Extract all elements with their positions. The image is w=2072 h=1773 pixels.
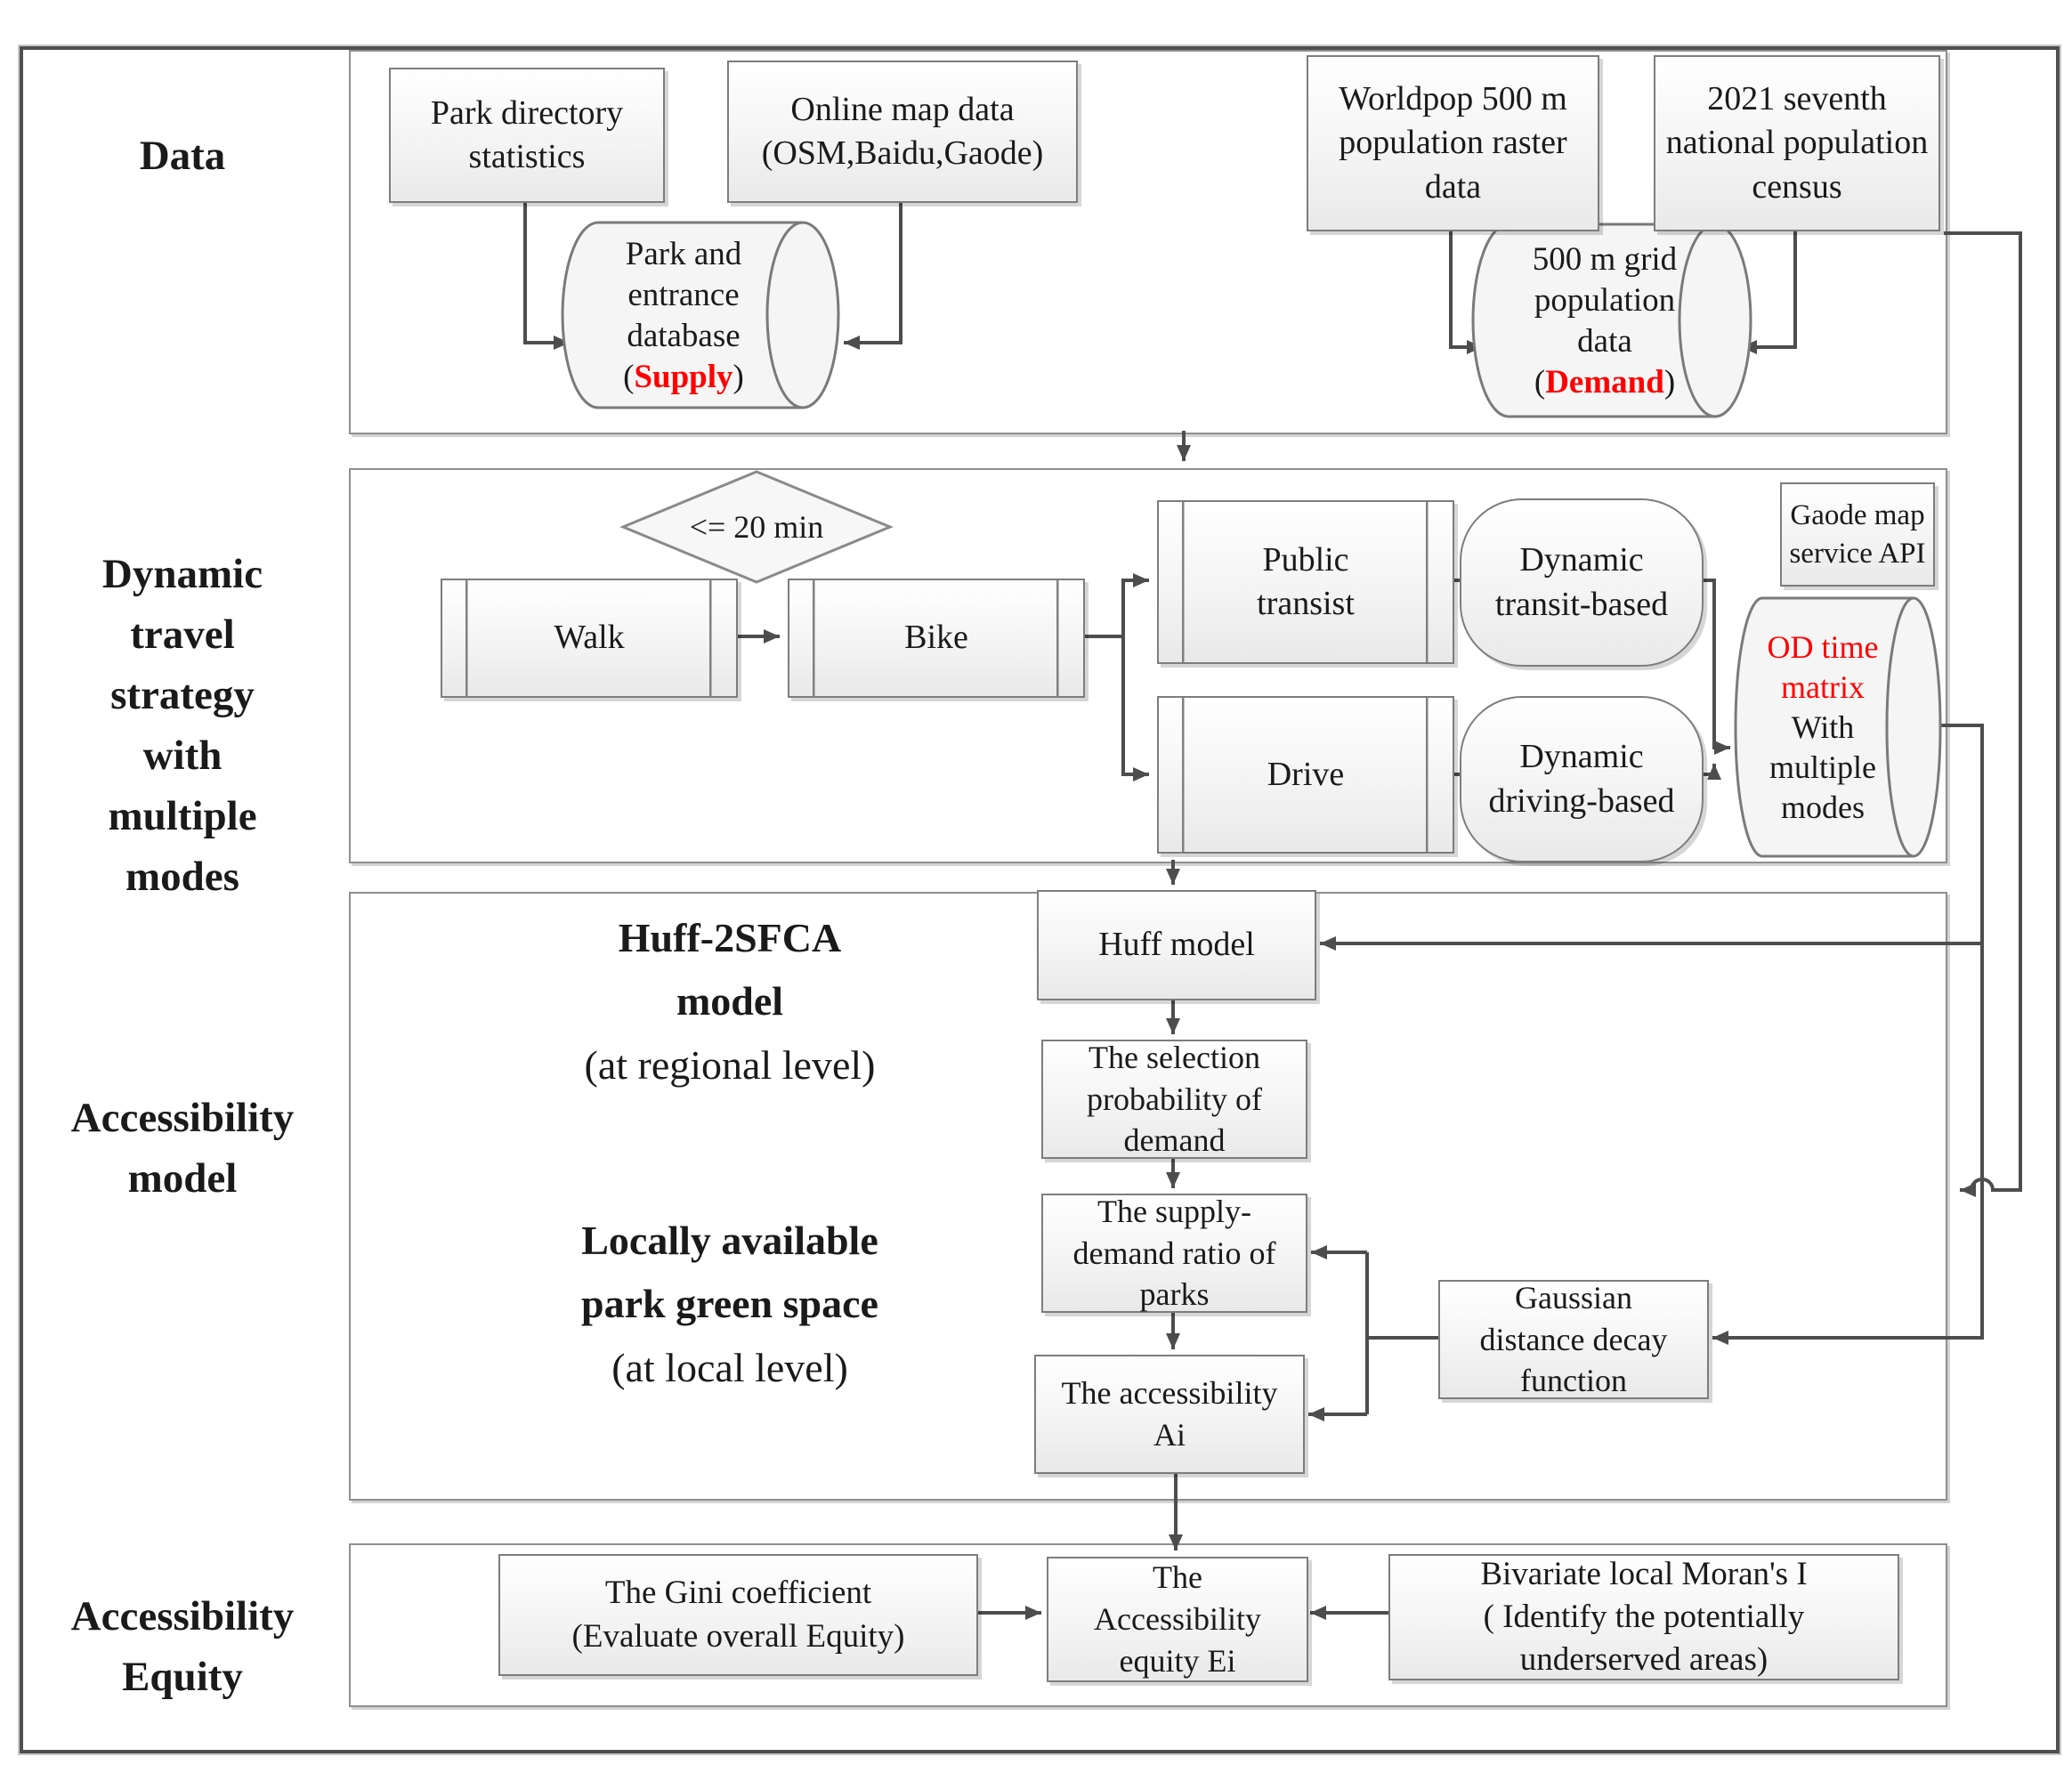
node-accessibility-ai: The accessibility Ai	[1034, 1355, 1305, 1474]
section-label-travel: Dynamic travel strategy with multiple mo…	[101, 550, 263, 901]
od-matrix-cylinder-shape	[1734, 596, 1942, 858]
decision-label: <= 20 min	[689, 508, 824, 545]
node-public-transit: Public transist	[1157, 500, 1454, 664]
arrow-online-map-to-supply-db	[844, 199, 902, 350]
demand-db-cylinder-shape	[1471, 223, 1752, 418]
node-supply-demand-ratio: The supply- demand ratio of parks	[1041, 1194, 1307, 1313]
node-worldpop: Worldpop 500 m population raster data	[1307, 55, 1599, 231]
node-od-matrix-label: OD time matrix With multiple modes	[1767, 629, 1879, 825]
feedback-data-to-model	[1944, 231, 2022, 1197]
node-supply-db-label: Park and entrance database (Supply)	[577, 233, 790, 399]
node-moran: Bivariate local Moran's I ( Identify the…	[1388, 1554, 1899, 1680]
arrow-worldpop-to-demand-db	[1449, 228, 1483, 354]
arrow-census-to-demand-db	[1741, 228, 1797, 354]
decision-diamond-shape	[619, 470, 894, 584]
section-label-data: Data	[139, 132, 226, 179]
node-drive: Drive	[1157, 696, 1454, 854]
section-label-equity: Accessibility Equity	[70, 1592, 295, 1700]
node-walk: Walk	[441, 579, 738, 698]
demand-highlight-line: (Demand)	[1534, 364, 1676, 401]
node-census: 2021 seventh national population census	[1654, 55, 1940, 231]
node-online-map: Online map data (OSM,Baidu,Gaode)	[727, 61, 1078, 203]
arrow-bike-to-public-transit	[1081, 573, 1149, 638]
node-gini: The Gini coefficient (Evaluate overall E…	[498, 1554, 978, 1676]
node-demand-db-label: 500 m grid population data (Demand)	[1502, 235, 1707, 408]
node-dynamic-transit: Dynamic transit-based	[1460, 498, 1704, 667]
locally-available-label: Locally available park green space (at l…	[581, 1218, 878, 1390]
node-huff-model: Huff model	[1037, 890, 1316, 1000]
supply-db-cylinder-shape	[561, 221, 840, 409]
node-selection-probability: The selection probability of demand	[1041, 1040, 1307, 1159]
huff-2sfca-label: Huff-2SFCA model (at regional level)	[584, 915, 876, 1088]
arrow-dynamic-driving-merge	[1700, 764, 1721, 780]
supply-highlight-line: (Supply)	[623, 359, 744, 396]
node-equity-ei: The Accessibility equity Ei	[1047, 1557, 1308, 1682]
node-gaode-api: Gaode map service API	[1780, 482, 1935, 587]
node-dynamic-driving: Dynamic driving-based	[1460, 696, 1704, 862]
node-park-directory: Park directory statistics	[389, 68, 665, 203]
outer-border	[18, 45, 2061, 1755]
arrow-dynamic-transit-to-od	[1700, 579, 1730, 755]
arrow-bike-to-drive	[1121, 636, 1149, 781]
arrow-park-directory-to-supply-db	[523, 199, 570, 350]
node-bike: Bike	[788, 579, 1085, 698]
node-gaussian-decay: Gaussian distance decay function	[1438, 1280, 1709, 1399]
line-od-to-gaussian	[1712, 724, 1984, 1345]
section-label-model: Accessibility model	[70, 1094, 295, 1202]
